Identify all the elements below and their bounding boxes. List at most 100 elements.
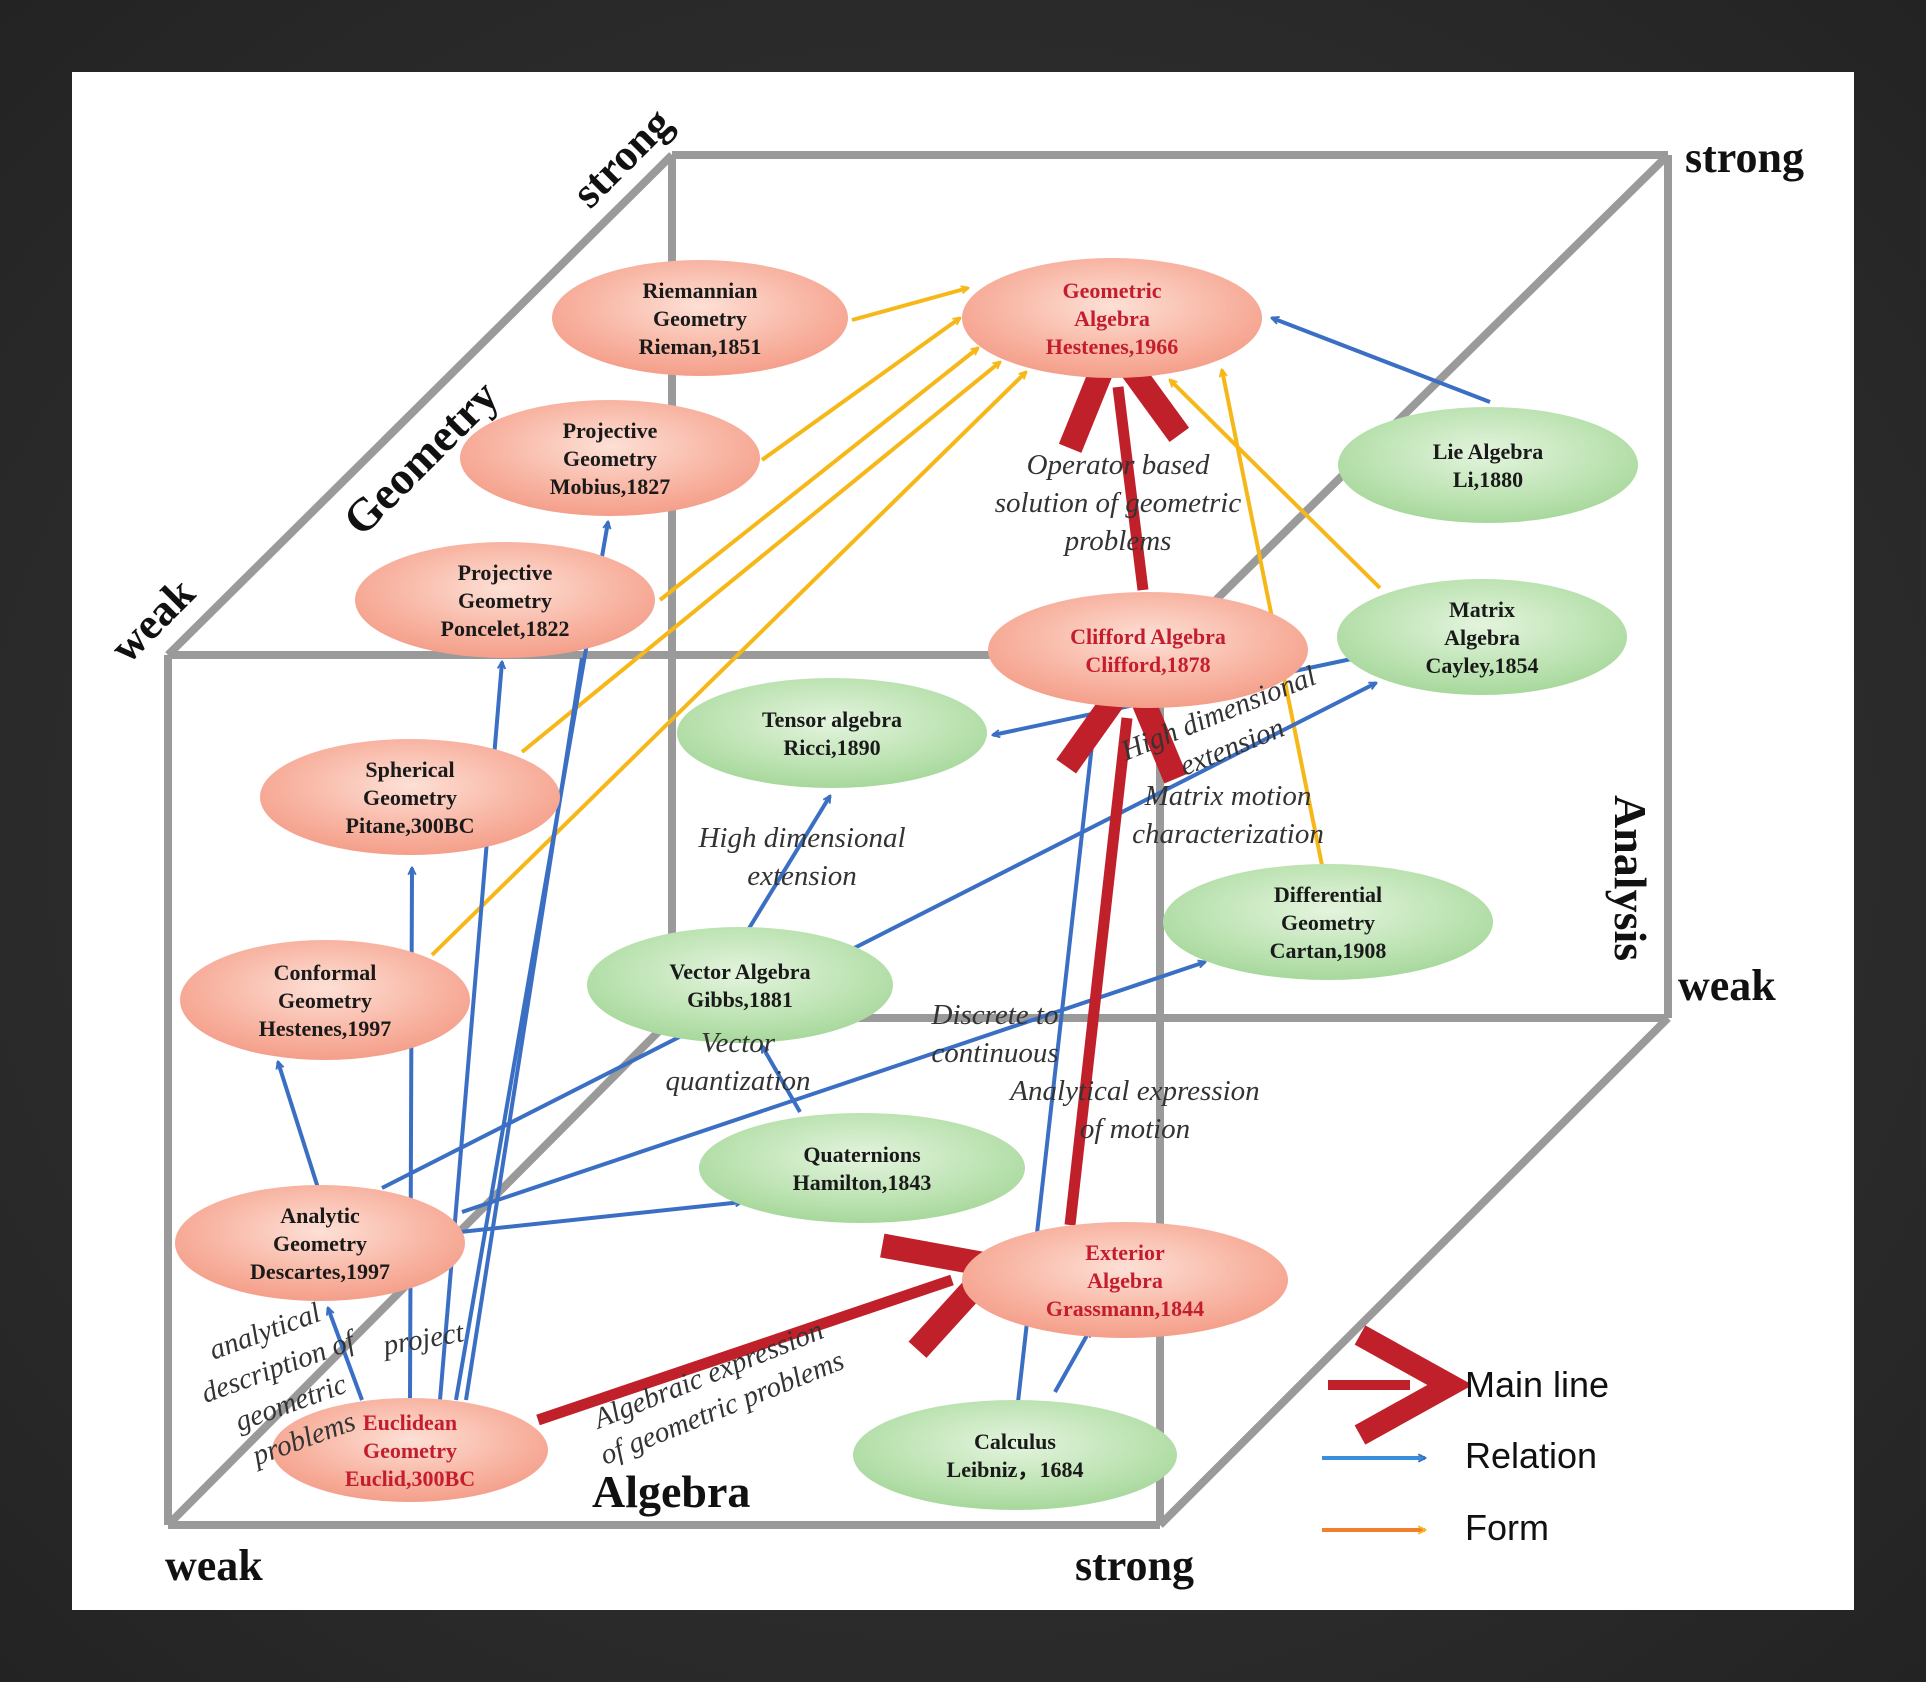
node-ellipse: [1163, 864, 1493, 980]
node-ellipse: [272, 1398, 548, 1502]
node-label-line: Poncelet,1822: [441, 616, 570, 641]
node-label-line: Riemannian: [643, 278, 758, 303]
node-label-line: Cartan,1908: [1270, 938, 1387, 963]
node-ellipse: [587, 927, 893, 1043]
annotation-line: Operator based: [1027, 449, 1210, 481]
node-ellipse: [175, 1185, 465, 1301]
axis-strong-bottom: strong: [1075, 1541, 1194, 1590]
annotation-line: Analytical expression: [1008, 1075, 1259, 1107]
relation-arrow-analytic-quat: [459, 1202, 742, 1234]
node-label-line: Vector Algebra: [669, 959, 810, 984]
node-label-line: Tensor algebra: [762, 707, 902, 732]
relation-arrow-euclid-geo: [464, 657, 584, 1401]
node-label-line: Hamilton,1843: [793, 1170, 932, 1195]
node-ellipse: [988, 592, 1308, 708]
axis-analysis: Analysis: [1605, 795, 1656, 961]
node-label-line: Quaternions: [803, 1142, 921, 1167]
node-ellipse: [260, 739, 560, 855]
node-label-line: Matrix: [1449, 597, 1515, 622]
node-label-line: Clifford,1878: [1085, 652, 1210, 677]
annotation-line: extension: [747, 860, 857, 892]
node-label-line: Grassmann,1844: [1046, 1296, 1204, 1321]
node-label-line: Geometry: [363, 1438, 457, 1463]
relation-arrow-euclid-analytic: [328, 1308, 364, 1401]
relation-arrow-analytic-matrix: [381, 681, 1376, 1190]
node-label-line: Conformal: [274, 960, 377, 985]
node-label-line: Geometry: [273, 1231, 367, 1256]
main-arrow-exterior-clifford: [1070, 718, 1127, 1226]
node-ellipse: [460, 400, 760, 516]
annotation-line: of motion: [1080, 1113, 1190, 1145]
node-ellipse: [853, 1400, 1177, 1510]
node-label-line: Descartes,1997: [250, 1259, 390, 1284]
annotation-high-dim-mid: High dimensional extension: [697, 822, 905, 892]
form-arrow-poncelet: [658, 348, 978, 602]
node-ellipse: [962, 258, 1262, 378]
node-label-line: Algebra: [1444, 625, 1520, 650]
annotation-line: solution of geometric: [995, 487, 1242, 519]
relation-arrow-vector-tensor: [746, 796, 832, 932]
node-label-line: Spherical: [365, 757, 454, 782]
node-label-line: Analytic: [280, 1203, 360, 1228]
node-ellipse: [180, 940, 470, 1060]
node-label-line: Li,1880: [1453, 467, 1523, 492]
relation-arrow-euclid-mobius: [454, 522, 608, 1401]
main-arrow-euclid-exterior: [536, 1280, 952, 1426]
legend-main-line-label: Main line: [1465, 1364, 1609, 1405]
relation-arrow-analytic-conformal: [278, 1062, 320, 1189]
annotation-matrix-motion: Matrix motion characterization: [1132, 780, 1324, 850]
node-label-line: Geometry: [278, 988, 372, 1013]
annotation-line: characterization: [1132, 818, 1324, 850]
axis-strong-top-right: strong: [1685, 133, 1804, 182]
relation-arrow-lie: [1272, 318, 1491, 404]
axis-algebra: Algebra: [592, 1466, 750, 1517]
axis-weak-right: weak: [1678, 961, 1776, 1010]
node-label-line: Euclidean: [363, 1410, 457, 1435]
node-label-line: Lie Algebra: [1433, 439, 1544, 464]
axis-weak-bottom: weak: [165, 1541, 263, 1590]
form-arrow-mobius: [760, 318, 960, 462]
node-label-line: Algebra: [1087, 1268, 1163, 1293]
main-line-arrows: [536, 387, 1143, 1426]
node-label-line: Clifford Algebra: [1070, 624, 1226, 649]
node-ellipse: [1337, 579, 1627, 695]
node-label-line: Calculus: [974, 1429, 1056, 1454]
node-ellipse: [355, 542, 655, 658]
legend-form-label: Form: [1465, 1507, 1549, 1548]
annotation-operator: Operator based solution of geometric probl…: [995, 449, 1242, 557]
node-label-line: Exterior: [1085, 1240, 1165, 1265]
annotation-line: problems: [1063, 525, 1172, 557]
annotation-analytical-motion: Analytical expression of motion: [1008, 1075, 1259, 1145]
node-label-line: Geometry: [563, 446, 657, 471]
node-label-line: Pitane,300BC: [346, 813, 475, 838]
node-ellipse: [677, 678, 987, 788]
node-ellipse: [552, 260, 848, 376]
legend: Main line Relation Form: [1322, 1364, 1609, 1548]
node-label-line: Geometry: [458, 588, 552, 613]
node-label-line: Geometry: [1281, 910, 1375, 935]
form-arrow-spherical: [520, 362, 1000, 754]
node-label-line: Hestenes,1997: [259, 1016, 392, 1041]
relation-arrow-calculus-exterior: [1053, 1330, 1092, 1393]
annotation-line: Matrix motion: [1144, 780, 1312, 812]
annotation-line: High dimensional: [697, 822, 905, 854]
node-ellipse: [699, 1113, 1025, 1223]
node-label-line: Leibniz，1684: [947, 1457, 1084, 1482]
node-ellipse: [962, 1222, 1288, 1338]
